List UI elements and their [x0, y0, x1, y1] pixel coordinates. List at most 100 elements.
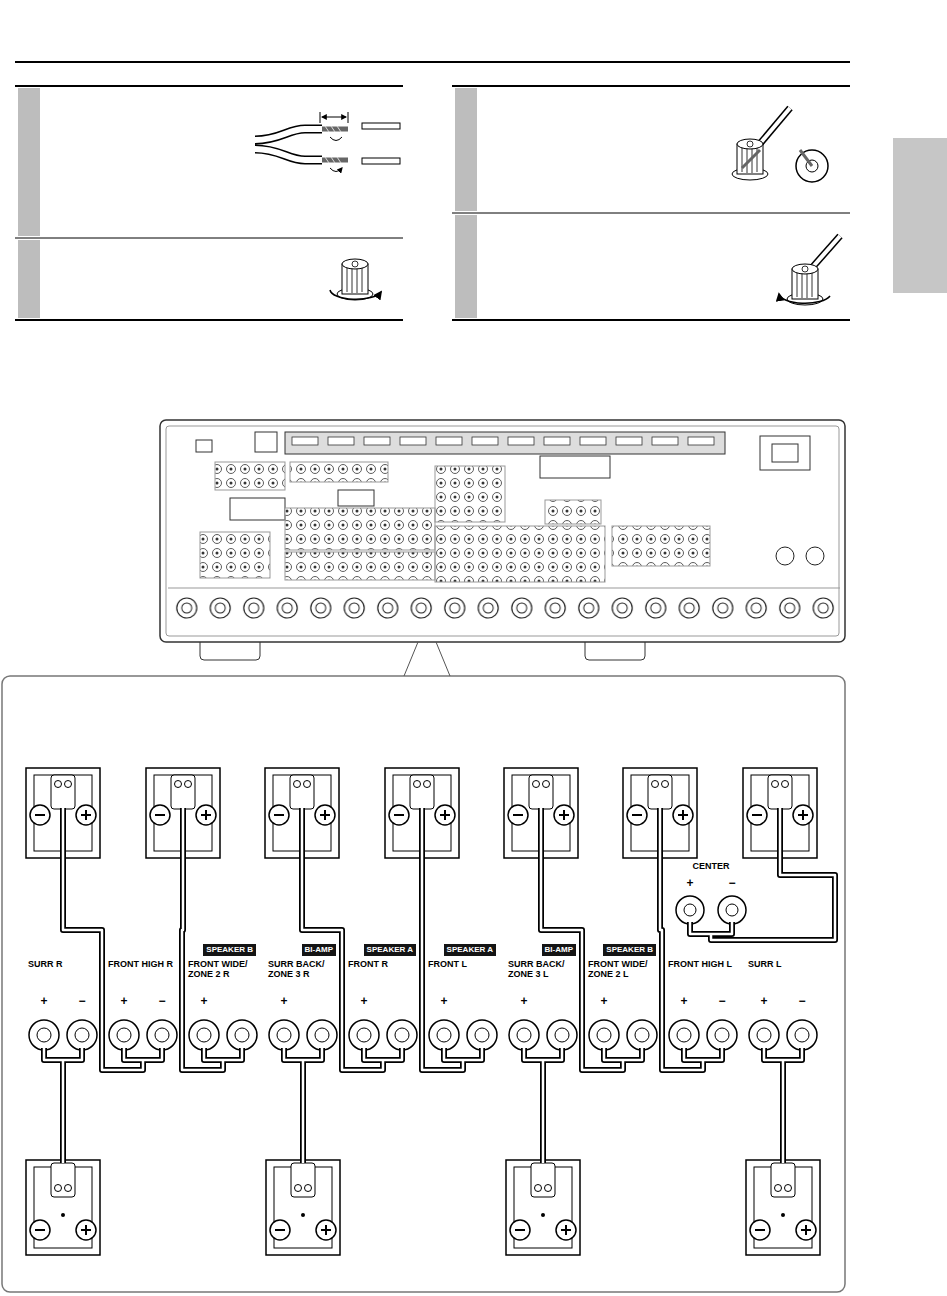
speaker-terminals	[75, 1028, 89, 1042]
terminal-label: CENTER	[681, 862, 741, 872]
receiver-rear-panel	[760, 436, 810, 470]
terminal-label: SURR BACK/ ZONE 3 L	[508, 960, 578, 980]
speaker-terminals	[37, 1028, 51, 1042]
speaker-cable	[44, 808, 835, 1163]
terminal-label: SURR R	[28, 960, 98, 970]
stripped-wire-figure	[330, 137, 342, 172]
page-rules	[455, 88, 477, 211]
polarity-sign: −	[74, 995, 90, 1007]
speaker-terminals	[387, 1020, 417, 1050]
speaker-terminals	[269, 1020, 299, 1050]
speaker-terminals	[669, 1020, 699, 1050]
mode-tag: SPEAKER A	[444, 944, 496, 956]
receiver-rear-panel	[166, 426, 839, 636]
polarity-sign: −	[724, 877, 740, 889]
terminal-label: FRONT WIDE/ ZONE 2 L	[588, 960, 658, 980]
polarity-sign: +	[36, 995, 52, 1007]
stripped-wire-figure	[362, 123, 400, 129]
receiver-rear-panel	[612, 526, 710, 566]
speaker-figure	[266, 1160, 340, 1255]
terminal-knob-figure	[779, 294, 830, 303]
receiver-rear-panel	[255, 432, 277, 452]
polarity-sign: +	[276, 995, 292, 1007]
speaker-terminals	[67, 1020, 97, 1050]
speaker-terminals	[707, 1020, 737, 1050]
stripped-wire-figure	[325, 126, 341, 163]
receiver-rear-panel	[806, 547, 824, 565]
receiver-rear-panel	[200, 532, 270, 578]
speaker-terminals	[235, 1028, 249, 1042]
polarity-sign: +	[596, 995, 612, 1007]
speaker-cable	[44, 808, 835, 1163]
polarity-sign: −	[794, 995, 810, 1007]
stripped-wire-figure	[255, 112, 400, 172]
polarity-sign: −	[714, 995, 730, 1007]
receiver-rear-panel	[160, 420, 845, 660]
page-rules	[452, 213, 850, 214]
page-rules	[15, 62, 947, 320]
page-rules	[18, 88, 40, 236]
speaker-terminals	[718, 896, 746, 924]
terminal-label: FRONT L	[428, 960, 498, 970]
page-rules	[893, 138, 947, 293]
mode-tag-text: SPEAKER B	[206, 945, 253, 955]
receiver-rear-panel	[545, 500, 601, 524]
polarity-sign: +	[682, 877, 698, 889]
mode-tag-text: SPEAKER A	[367, 945, 413, 955]
terminal-label: FRONT WIDE/ ZONE 2 R	[188, 960, 258, 980]
receiver-rear-panel	[540, 456, 610, 478]
speaker-terminals	[117, 1028, 131, 1042]
speaker-terminals	[547, 1020, 577, 1050]
terminal-knob-figure	[810, 236, 840, 270]
terminal-knob-figure	[800, 150, 812, 166]
speaker-cable	[44, 808, 835, 1163]
polarity-sign: +	[116, 995, 132, 1007]
terminal-knob-figure	[742, 150, 760, 168]
speaker-terminals	[155, 1028, 169, 1042]
mode-tag: SPEAKER A	[364, 944, 416, 956]
page-rules	[15, 238, 403, 239]
polarity-sign: +	[516, 995, 532, 1007]
speaker-terminals	[635, 1028, 649, 1042]
speaker-terminals	[757, 1028, 771, 1042]
speaker-terminals	[517, 1028, 531, 1042]
speaker-figure	[506, 1160, 580, 1255]
page-rules	[15, 85, 403, 87]
receiver-rear-panel	[288, 436, 720, 450]
speaker-terminals	[795, 1028, 809, 1042]
terminal-knob-figure	[787, 264, 823, 305]
speaker-terminals	[437, 1028, 451, 1042]
terminal-label: FRONT R	[348, 960, 418, 970]
speaker-figure	[746, 1160, 820, 1255]
receiver-rear-panel	[285, 432, 725, 454]
receiver-rear-panel	[338, 490, 374, 506]
stripped-wire-figure	[362, 158, 400, 164]
speaker-terminals	[197, 1028, 211, 1042]
receiver-rear-panel	[230, 498, 285, 520]
mode-tag: BI-AMP	[302, 944, 336, 956]
terminal-knob-figure	[758, 108, 790, 146]
terminal-knob-figure	[330, 290, 381, 299]
terminal-label: SURR BACK/ ZONE 3 R	[268, 960, 338, 980]
stripped-wire-figure	[255, 129, 322, 160]
speaker-terminals	[555, 1028, 569, 1042]
terminal-label: FRONT HIGH L	[668, 960, 738, 970]
speaker-terminals	[395, 1028, 409, 1042]
receiver-rear-panel	[160, 420, 845, 642]
speaker-terminals	[147, 1020, 177, 1050]
polarity-sign: +	[756, 995, 772, 1007]
zoom-frame	[2, 642, 845, 1292]
zoom-frame	[2, 676, 845, 1292]
speaker-terminals	[475, 1028, 489, 1042]
speaker-terminals	[677, 1028, 691, 1042]
mode-tag: SPEAKER B	[203, 944, 256, 956]
receiver-rear-panel	[168, 588, 840, 589]
speaker-terminals	[29, 1020, 59, 1050]
mode-tag: BI-AMP	[542, 944, 576, 956]
speaker-terminals	[509, 1020, 539, 1050]
page-rules	[455, 215, 477, 318]
speaker-terminals	[589, 1020, 619, 1050]
mode-tag-text: BI-AMP	[305, 945, 333, 955]
